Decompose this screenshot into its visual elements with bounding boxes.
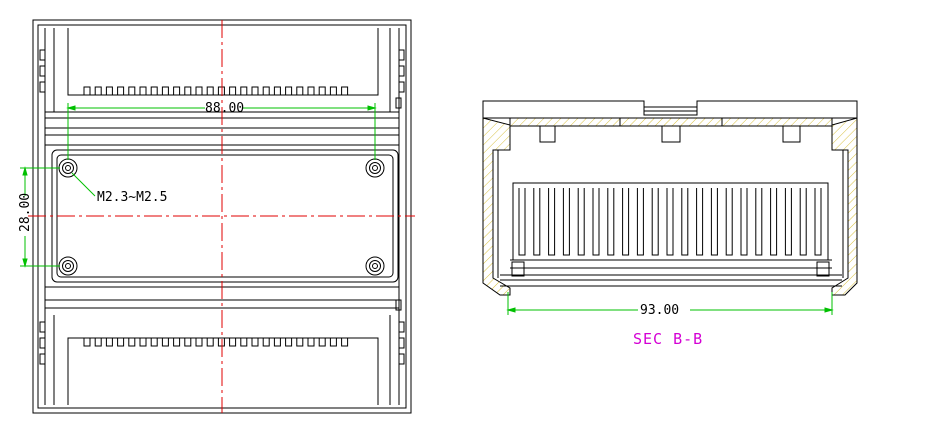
vent-tooth — [318, 337, 326, 347]
vent-tooth — [229, 86, 237, 96]
vent-tooth — [195, 337, 203, 347]
fin — [696, 188, 704, 256]
dim-width-93: 93.00 — [640, 303, 679, 318]
vent-tooth — [105, 86, 113, 96]
vent-tooth — [240, 86, 248, 96]
screw-hole-top-right — [365, 158, 385, 178]
dim-height-28: 28.00 — [18, 193, 33, 232]
fin — [784, 188, 792, 256]
fin — [681, 188, 689, 256]
vent-tooth — [139, 337, 147, 347]
top-terminal-cover — [67, 28, 379, 96]
vent-tooth — [128, 86, 136, 96]
top-view-centerlines — [28, 20, 415, 413]
fin — [725, 188, 733, 256]
vent-tooth — [94, 86, 102, 96]
fin — [533, 188, 541, 256]
fin — [548, 188, 556, 256]
vent-tooth — [329, 337, 337, 347]
vent-tooth — [217, 86, 225, 96]
vent-tooth — [285, 86, 293, 96]
section-fins — [518, 188, 822, 256]
section-right-wall — [831, 117, 858, 296]
bottom-terminal-cover — [67, 337, 379, 405]
top-vent-teeth — [83, 86, 349, 96]
vent-tooth — [329, 86, 337, 96]
vent-tooth — [229, 337, 237, 347]
vent-tooth — [318, 86, 326, 96]
section-top-hatch — [509, 117, 833, 127]
vent-tooth — [217, 337, 225, 347]
vent-tooth — [105, 337, 113, 347]
vent-tooth — [206, 337, 214, 347]
section-view — [482, 100, 858, 296]
vent-tooth — [240, 337, 248, 347]
dim-width-88: 88.00 — [205, 101, 244, 116]
vent-tooth — [94, 337, 102, 347]
vent-tooth — [262, 337, 270, 347]
fin — [622, 188, 630, 256]
fin — [799, 188, 807, 256]
section-fin-block — [512, 182, 829, 261]
vent-tooth — [341, 337, 349, 347]
vent-tooth — [307, 337, 315, 347]
fin — [562, 188, 570, 256]
screw-hole-bottom-left — [58, 256, 78, 276]
hole-spec-label: M2.3~M2.5 — [97, 190, 167, 205]
vent-tooth — [251, 337, 259, 347]
fin — [770, 188, 778, 256]
vent-tooth — [150, 86, 158, 96]
vent-tooth — [139, 86, 147, 96]
vent-tooth — [128, 337, 136, 347]
vent-tooth — [184, 337, 192, 347]
vent-tooth — [251, 86, 259, 96]
vent-tooth — [307, 86, 315, 96]
vent-tooth — [285, 337, 293, 347]
vent-tooth — [296, 337, 304, 347]
vent-tooth — [262, 86, 270, 96]
section-label: SEC B-B — [633, 330, 703, 348]
vent-tooth — [206, 86, 214, 96]
fin — [740, 188, 748, 256]
fin — [577, 188, 585, 256]
fin — [592, 188, 600, 256]
vent-tooth — [173, 337, 181, 347]
fin — [607, 188, 615, 256]
screw-hole-top-left — [58, 158, 78, 178]
vent-tooth — [296, 86, 304, 96]
section-dimension — [506, 292, 834, 315]
vent-tooth — [184, 86, 192, 96]
vent-tooth — [161, 337, 169, 347]
vent-tooth — [273, 86, 281, 96]
fin — [814, 188, 822, 256]
vent-tooth — [195, 86, 203, 96]
vent-tooth — [173, 86, 181, 96]
fin — [666, 188, 674, 256]
vent-tooth — [117, 86, 125, 96]
bottom-vent-teeth — [83, 337, 349, 347]
fin — [518, 188, 526, 256]
fin — [636, 188, 644, 256]
vent-tooth — [83, 337, 91, 347]
vent-tooth — [161, 86, 169, 96]
vent-tooth — [83, 86, 91, 96]
fin — [755, 188, 763, 256]
vent-tooth — [117, 337, 125, 347]
vent-tooth — [150, 337, 158, 347]
vent-tooth — [341, 86, 349, 96]
screw-hole-bottom-right — [365, 256, 385, 276]
fin — [651, 188, 659, 256]
vent-tooth — [273, 337, 281, 347]
section-left-wall — [482, 117, 511, 296]
top-view-dimensions — [20, 103, 377, 268]
fin — [710, 188, 718, 256]
